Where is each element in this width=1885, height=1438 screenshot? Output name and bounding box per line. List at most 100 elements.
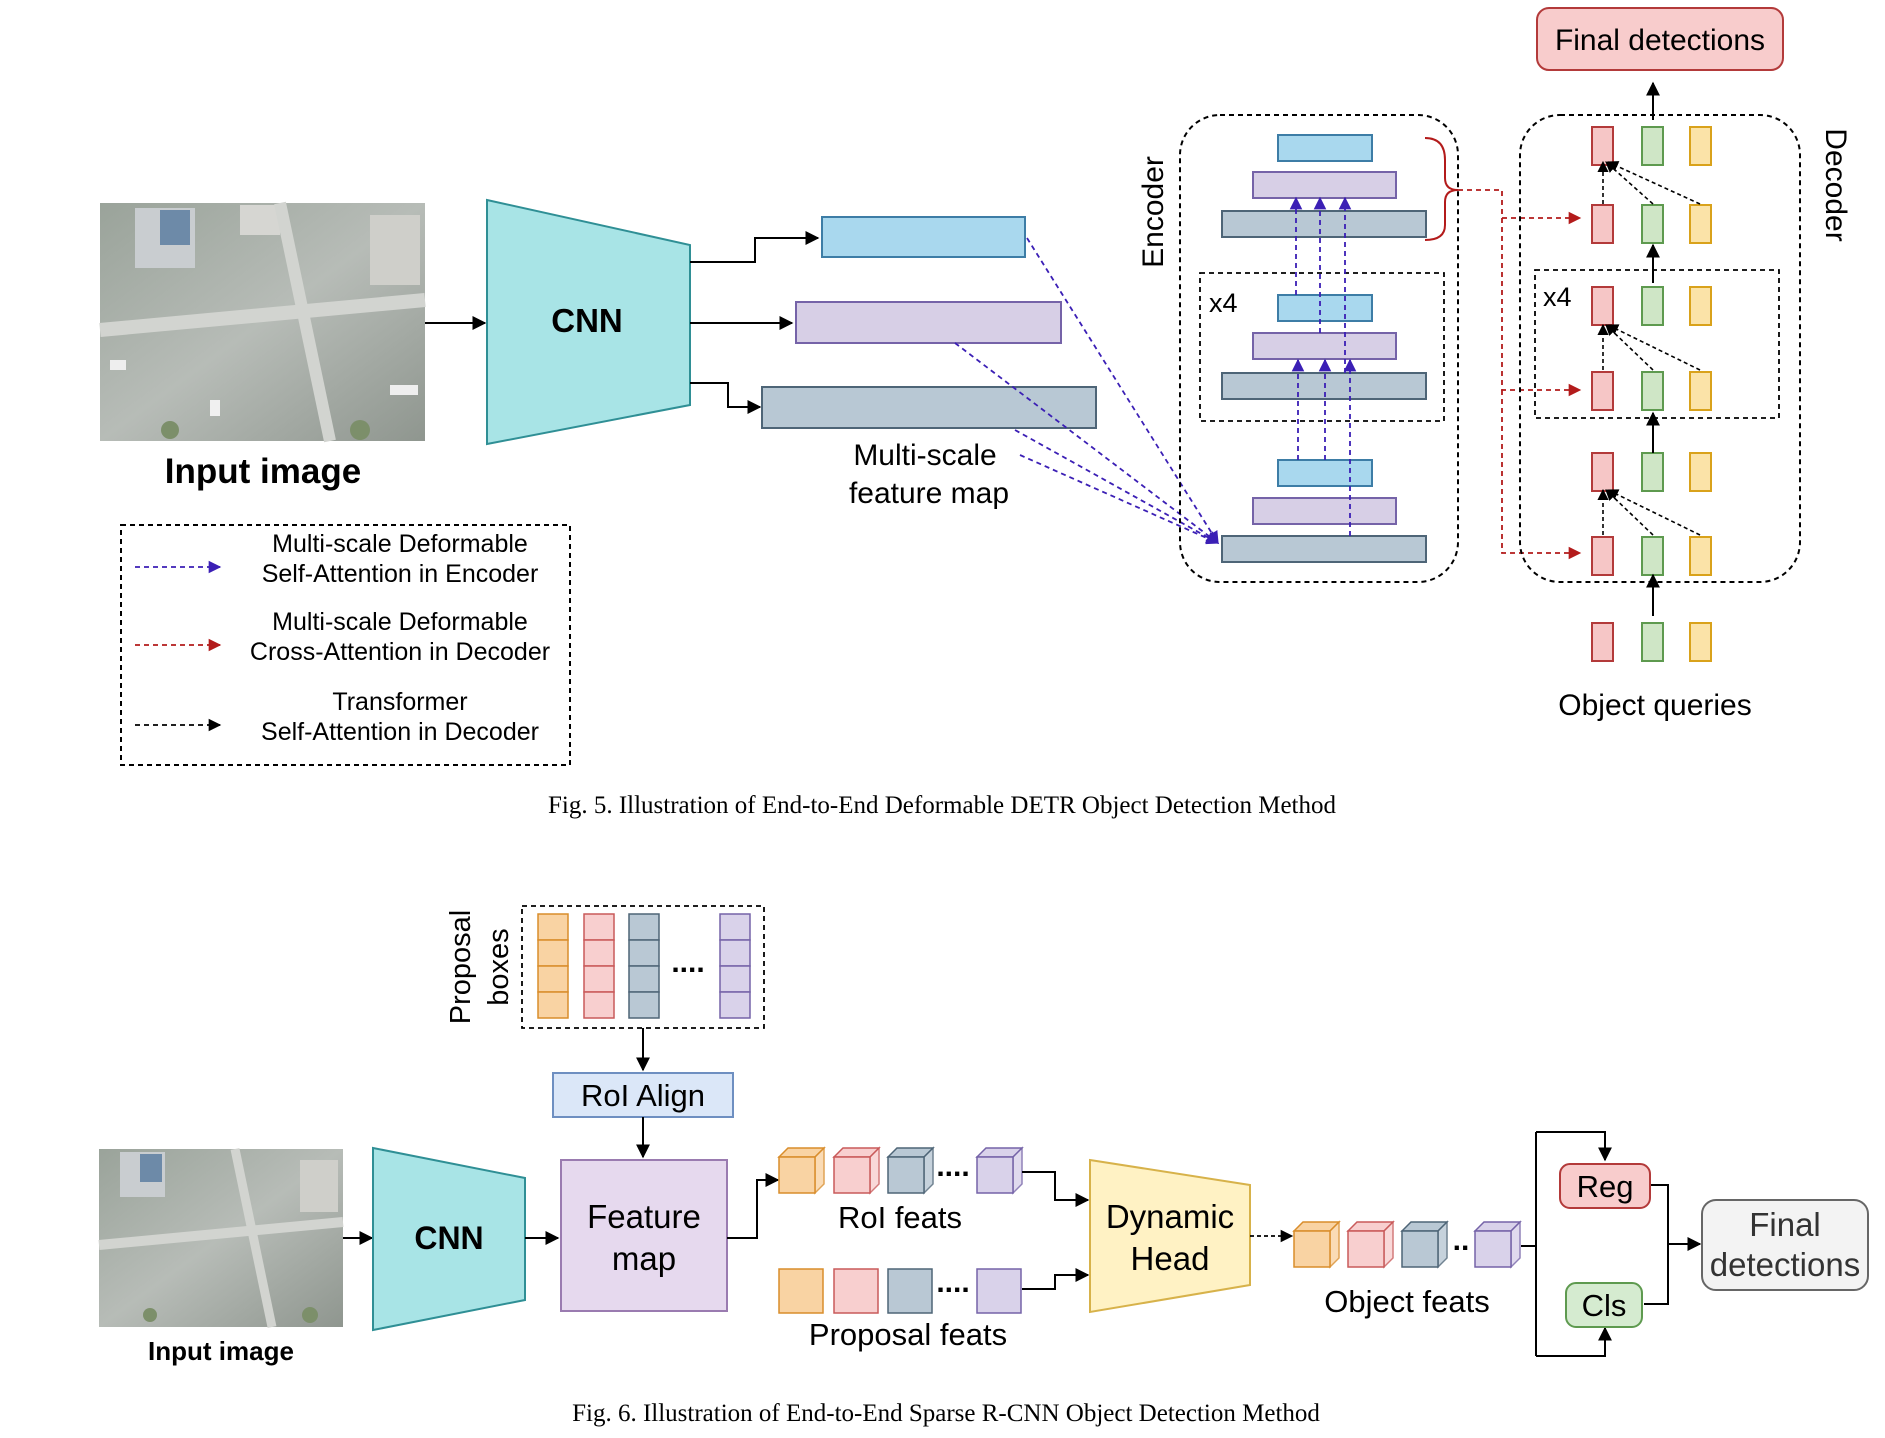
- fig6-proposal-feats-dots: ....: [936, 1266, 969, 1299]
- proposal-box-c1-r2: [583, 965, 615, 993]
- fig6-cls-label: Cls: [1582, 1288, 1627, 1323]
- fig6-final-detections-box: [1701, 1199, 1869, 1291]
- proposal-box-c0-r0: [537, 913, 569, 941]
- arrow-cnn-to-level3: [690, 382, 762, 414]
- query-token-r5-c1: [1641, 536, 1664, 576]
- proposal-feat-0: [778, 1268, 824, 1314]
- encoder-mid-l3: [1221, 372, 1427, 400]
- proposal-box-c3-r2: [719, 965, 751, 993]
- legend-label-2-0: Transformer: [332, 688, 467, 716]
- encoder-top-l3: [1221, 210, 1427, 238]
- fig6-roi-feats: [777, 1146, 1024, 1195]
- fig6-reg-label: Reg: [1577, 1169, 1634, 1204]
- arrow-feature-to-roi-feats: [727, 1173, 780, 1239]
- fig5-decoder-repeat: x4: [1543, 282, 1572, 312]
- proposal-box-c2-r0: [628, 913, 660, 941]
- fig5-encoder-input-attention: [954, 237, 1220, 545]
- fig6-feature-map-box: [560, 1159, 728, 1312]
- query-token-r2-c2: [1689, 286, 1712, 326]
- roi-feat-cube-3: [975, 1146, 1024, 1195]
- fig6-dynamic-head-label-2: Head: [1131, 1240, 1210, 1277]
- arrow-proposal-feats-to-head: [1022, 1268, 1090, 1290]
- fig6-roi-align-box: [552, 1072, 734, 1118]
- query-token-r1-c2: [1689, 204, 1712, 244]
- fig5-feature-level-2: [795, 301, 1062, 344]
- legend-label-1-0: Multi-scale Deformable: [272, 608, 528, 636]
- fig6-reg-box: [1559, 1163, 1651, 1209]
- fig5-object-queries-label: Object queries: [1558, 689, 1751, 722]
- legend-label-2-1: Self-Attention in Decoder: [261, 718, 539, 746]
- roi-feat-cube-1: [832, 1146, 881, 1195]
- query-token-r2-c1: [1641, 286, 1664, 326]
- fig5-decoder-queries: [1591, 126, 1712, 662]
- fig5-caption: Fig. 5. Illustration of End-to-End Defor…: [548, 792, 1337, 819]
- fig5-final-detections-box: [1536, 7, 1784, 71]
- encoder-top-l2: [1252, 171, 1397, 199]
- fig5-decoder-self-attention: [1597, 160, 1701, 536]
- object-feat-cube-1: [1346, 1220, 1395, 1269]
- proposal-feat-1: [833, 1268, 879, 1314]
- query-token-r3-c2: [1689, 371, 1712, 411]
- fig6-dynamic-head-label-1: Dynamic: [1106, 1198, 1234, 1235]
- fig6-branch-arrows: [1521, 1131, 1702, 1357]
- proposal-box-c0-r3: [537, 991, 569, 1019]
- fig6-final-label-2: detections: [1710, 1246, 1860, 1283]
- query-token-r0-c2: [1689, 126, 1712, 166]
- fig6-feature-map-label-1: Feature: [587, 1198, 701, 1235]
- fig6-roi-align-label: RoI Align: [581, 1078, 705, 1113]
- encoder-bot-l2: [1252, 497, 1397, 525]
- proposal-box-c2-r3: [628, 991, 660, 1019]
- proposal-box-c1-r0: [583, 913, 615, 941]
- query-token-r1-c1: [1641, 204, 1664, 244]
- fig6-roi-feats-label: RoI feats: [838, 1200, 962, 1235]
- fig6-proposal-boxes-container: [521, 905, 765, 1029]
- fig6-proposal-boxes-label-2: boxes: [483, 928, 515, 1005]
- proposal-box-c1-r3: [583, 991, 615, 1019]
- object-feat-cube-3: [1473, 1220, 1522, 1269]
- query-token-r3-c0: [1591, 371, 1614, 411]
- query-token-r4-c0: [1591, 452, 1614, 492]
- query-token-r4-c1: [1641, 452, 1664, 492]
- query-token-r5-c2: [1689, 536, 1712, 576]
- roi-feat-cube-0: [777, 1146, 826, 1195]
- query-token-r0-c1: [1641, 126, 1664, 166]
- fig6-cls-box: [1565, 1282, 1643, 1328]
- proposal-feat-2: [887, 1268, 933, 1314]
- query-token-r6-c0: [1591, 622, 1614, 662]
- fig5-feature-level-1: [821, 216, 1026, 258]
- proposal-box-c3-r3: [719, 991, 751, 1019]
- fig6-object-feats-label: Object feats: [1324, 1284, 1489, 1319]
- fig6-cnn-block: [372, 1146, 526, 1332]
- fig6-caption: Fig. 6. Illustration of End-to-End Spars…: [572, 1400, 1320, 1427]
- fig6-proposal-boxes: [537, 913, 751, 1019]
- proposal-box-c0-r2: [537, 965, 569, 993]
- arrow-cnn-to-level1: [690, 231, 820, 263]
- fig6-proposal-feats: [778, 1268, 1022, 1314]
- fig6-final-label-1: Final: [1749, 1206, 1821, 1243]
- object-feat-cube-0: [1292, 1220, 1341, 1269]
- fig5-decoder-container: [1519, 114, 1801, 583]
- fig5-input-label: Input image: [165, 452, 361, 491]
- fig5-feature-map-label-2: feature map: [849, 477, 1009, 510]
- fig6-dynamic-head-block: [1089, 1158, 1251, 1314]
- fig6-feature-map-label-2: map: [612, 1240, 676, 1277]
- proposal-box-c2-r1: [628, 939, 660, 967]
- query-token-r1-c0: [1591, 204, 1614, 244]
- query-token-r2-c0: [1591, 286, 1614, 326]
- fig5-feature-level-3: [761, 386, 1097, 429]
- fig6-proposal-feats-label: Proposal feats: [809, 1317, 1007, 1352]
- fig6-object-dots: ..: [1453, 1224, 1470, 1257]
- arrow-roi-feats-to-head: [1022, 1171, 1090, 1207]
- fig5-encoder-label: Encoder: [1137, 156, 1170, 268]
- fig5-legend-box: [120, 524, 571, 766]
- proposal-box-c3-r0: [719, 913, 751, 941]
- fig6-cnn-label: CNN: [414, 1220, 483, 1256]
- fig6-input-image: [98, 1148, 344, 1328]
- fig5-encoder-repeat: x4: [1209, 288, 1238, 318]
- fig5-encoder-self-attention: [1289, 196, 1357, 536]
- fig5-encoder-container: [1179, 114, 1459, 583]
- encoder-mid-l1: [1277, 294, 1373, 322]
- encoder-bot-l1: [1277, 459, 1373, 487]
- fig6-object-feats: [1292, 1220, 1522, 1269]
